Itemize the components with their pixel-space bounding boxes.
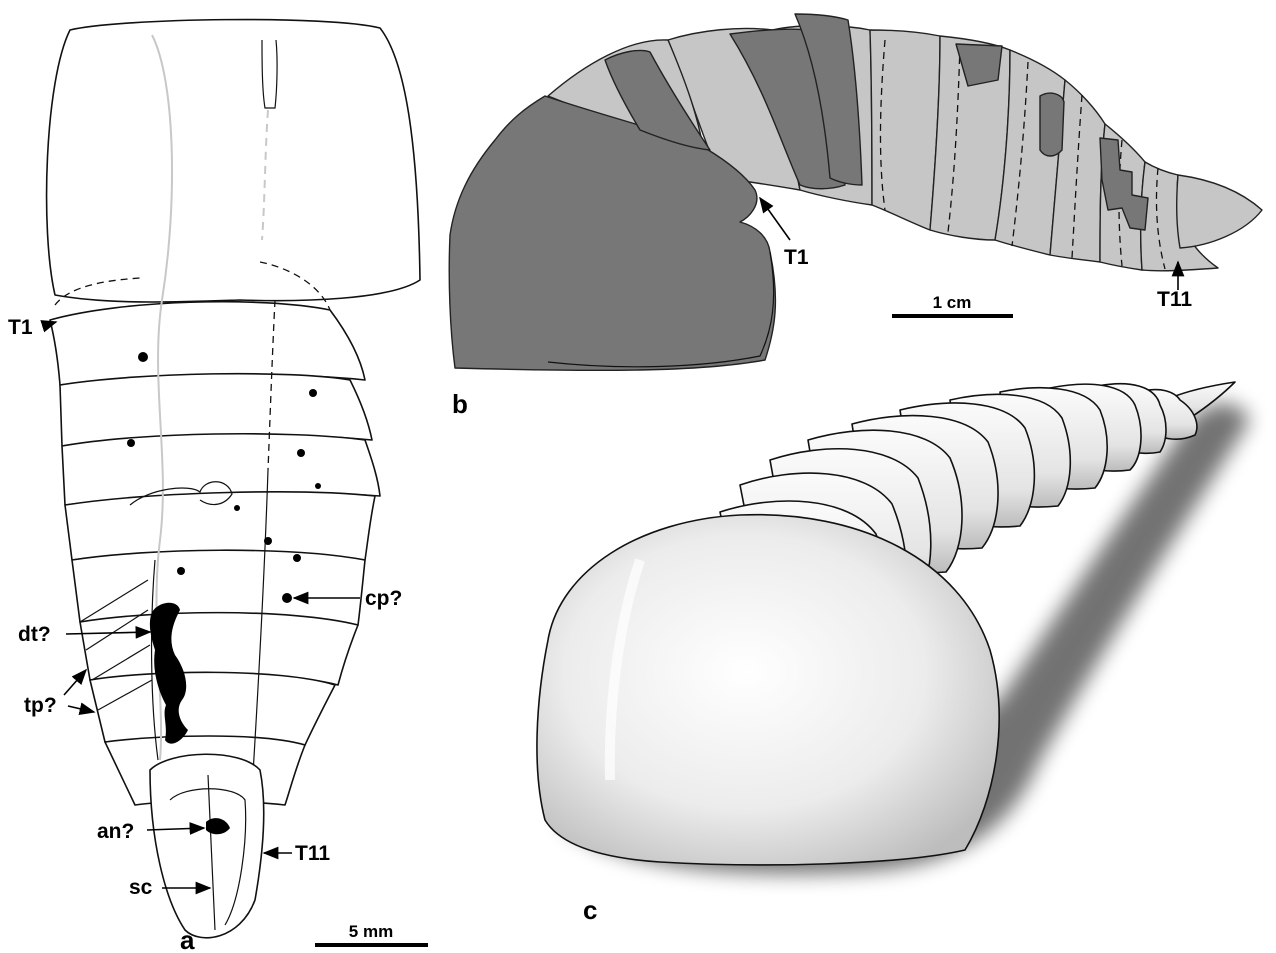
panel-label-c: c: [583, 895, 597, 925]
panel-label-b: b: [452, 389, 468, 419]
pygidium-t11: [150, 754, 264, 938]
panel-c: c: [537, 382, 1250, 925]
label-a-cp: cp?: [365, 587, 402, 610]
black-spot-7: [293, 554, 301, 562]
segment-1: [50, 302, 365, 385]
trunk-segments-a: [50, 302, 380, 805]
black-spot-4: [297, 449, 305, 457]
scale-label-b: 1 cm: [933, 293, 972, 312]
black-spot-6: [264, 537, 272, 545]
arrow-a-tp-2: [68, 706, 94, 712]
black-spot-8: [177, 567, 185, 575]
arrow-a-tp-1: [64, 670, 86, 695]
label-a-sc: sc: [129, 876, 153, 899]
black-spot-5: [315, 483, 321, 489]
cp-spot-1: [282, 593, 292, 603]
black-spot-2: [309, 389, 317, 397]
label-b-t1: T1: [784, 246, 809, 269]
label-b-t11: T11: [1157, 288, 1192, 311]
scale-label-a: 5 mm: [349, 922, 393, 941]
black-spot-1: [138, 352, 148, 362]
head-shield-c: [537, 515, 999, 865]
dark-patch-b-4: [1040, 93, 1064, 156]
black-spot-9: [234, 505, 240, 511]
label-a-tp: tp?: [24, 694, 57, 717]
panel-b: T1 T11 1 cm b: [449, 14, 1262, 419]
label-a-dt: dt?: [18, 623, 51, 646]
label-a-an: an?: [97, 820, 134, 843]
label-a-t11: T11: [295, 842, 330, 865]
panel-label-a: a: [180, 925, 195, 953]
tail-b-t11: [1177, 175, 1262, 248]
arrow-b-t1: [760, 198, 790, 240]
panel-a: T1 cp? dt? tp? an? T11 sc a 5 mm: [8, 20, 428, 953]
label-a-t1: T1: [8, 316, 33, 339]
segment-7: [90, 672, 335, 745]
black-spot-3: [127, 439, 135, 447]
head-shield-a: [47, 20, 420, 303]
